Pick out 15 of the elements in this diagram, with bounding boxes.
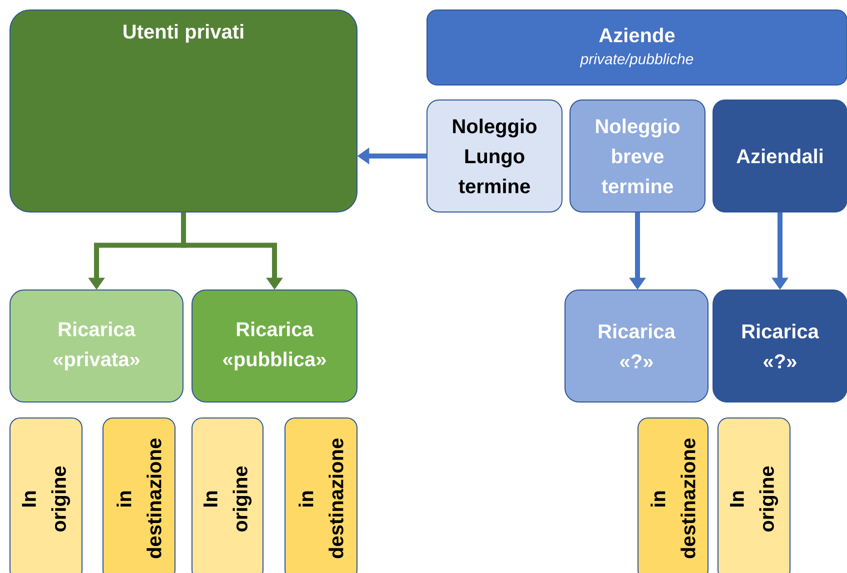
- process-box: Noleggio Lungo termine: [426, 100, 562, 212]
- process-box: Ricarica «pubblica»: [192, 290, 358, 402]
- process-box: Aziendali: [712, 100, 847, 212]
- label-box: in destinazione: [638, 417, 708, 573]
- label-box: In origine: [718, 417, 790, 573]
- process-box: Ricarica «privata»: [10, 290, 184, 402]
- label-box: In origine: [192, 417, 264, 573]
- label-box: in destinazione: [102, 417, 176, 573]
- label-box: In origine: [10, 417, 82, 573]
- process-box: Noleggio breve termine: [570, 100, 706, 212]
- label-box: in destinazione: [284, 417, 358, 573]
- group-box: Utenti privati: [10, 10, 358, 212]
- header-box: Aziende private/pubbliche: [426, 10, 847, 86]
- process-box: Ricarica «?»: [564, 290, 708, 402]
- process-box: Ricarica «?»: [712, 290, 847, 402]
